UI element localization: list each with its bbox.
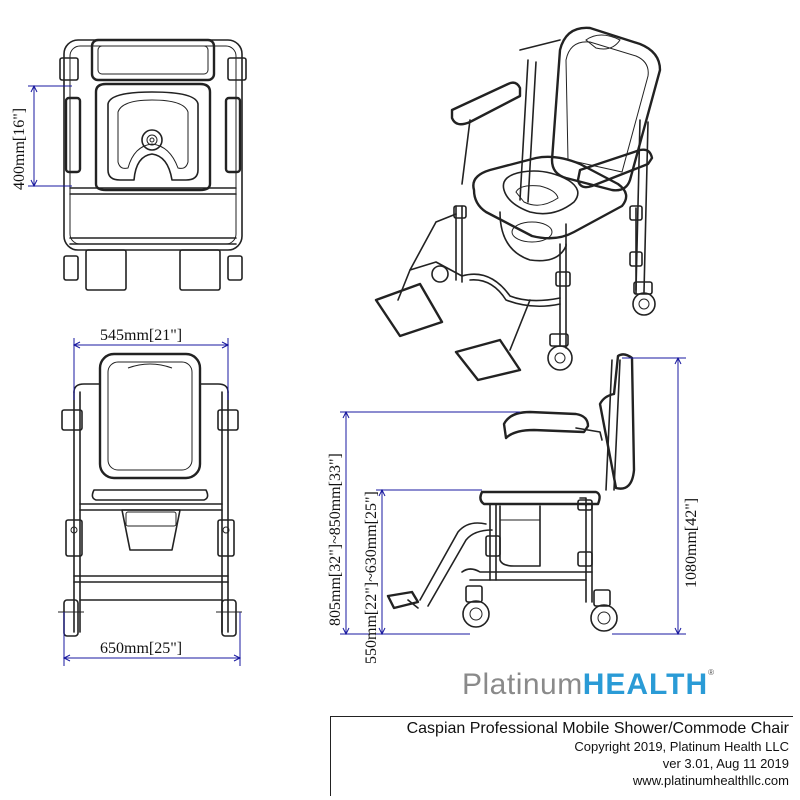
logo-text-platinum: Platinum bbox=[462, 668, 583, 701]
rear-view bbox=[58, 338, 242, 666]
dim-top-depth: 400mm[16"] bbox=[11, 108, 28, 190]
dim-seat-height: 550mm[22"]~630mm[25"] bbox=[363, 491, 380, 664]
version-text: ver 3.01, Aug 11 2019 bbox=[662, 756, 789, 771]
top-view bbox=[28, 38, 247, 291]
title-block: Caspian Professional Mobile Shower/Commo… bbox=[330, 716, 793, 796]
side-view bbox=[340, 353, 686, 636]
logo-trademark: ® bbox=[708, 668, 715, 677]
dim-armrest-height: 805mm[32"]~850mm[33"] bbox=[327, 453, 344, 626]
website-text: www.platinumhealthllc.com bbox=[632, 773, 789, 788]
dim-base-width: 650mm[25"] bbox=[100, 640, 182, 657]
product-title: Caspian Professional Mobile Shower/Commo… bbox=[406, 720, 789, 737]
copyright-text: Copyright 2019, Platinum Health LLC bbox=[574, 739, 789, 754]
isometric-view bbox=[374, 26, 662, 382]
dim-total-height: 1080mm[42"] bbox=[683, 498, 700, 588]
platinum-health-logo: PlatinumHEALTH® bbox=[462, 668, 715, 702]
dim-back-width: 545mm[21"] bbox=[100, 327, 182, 344]
logo-text-health: HEALTH bbox=[582, 668, 709, 701]
